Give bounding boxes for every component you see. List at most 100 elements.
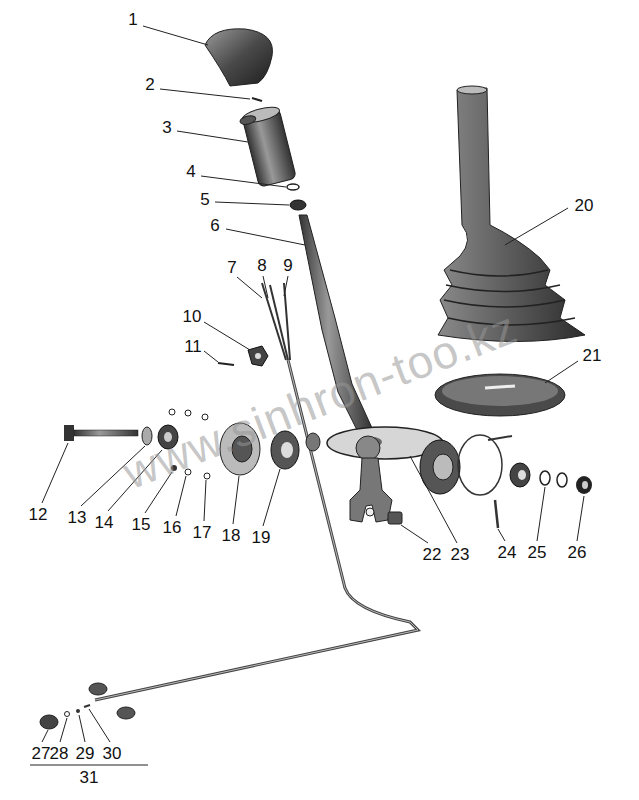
leader-line [577,496,584,541]
callout-number: 27 [32,745,51,762]
callout-number: 23 [451,546,470,563]
leader-line [204,322,250,350]
callout-number: 11 [184,338,202,355]
callout-number: 7 [227,259,236,276]
leader-line [263,469,280,526]
sleeve [238,104,296,188]
bolt [74,430,138,436]
leader-line [545,361,578,383]
washer [65,712,70,717]
callout-number: 1 [128,11,137,28]
leader-line [160,89,250,99]
leader-line [237,277,262,298]
nut [576,476,592,494]
leader-line [177,131,248,142]
leader-line [79,715,85,742]
leader-line [498,529,505,541]
callout-number: 18 [222,527,241,544]
callout-number: 28 [50,745,69,762]
group-underline [30,765,148,766]
callout-number: 20 [575,197,594,214]
leader-line [201,176,286,187]
leader-line [176,476,186,516]
leader-line [143,26,208,45]
bushing [510,463,530,487]
leader-line [233,476,239,524]
callout-number: 10 [183,308,202,325]
callout-number: 15 [132,516,151,533]
callout-number: 14 [95,514,114,531]
callout-number: 29 [76,745,95,762]
callout-number: 16 [163,519,182,536]
gear-knob [205,29,272,86]
callout-number: 3 [162,119,171,136]
nut [89,683,107,695]
callout-number: 4 [186,163,195,180]
gasket [458,435,502,495]
callout-number: 6 [210,217,219,234]
bolt-head [64,425,74,441]
callout-number: 9 [283,257,292,274]
cover-plate [435,374,565,416]
leader-line [89,709,110,742]
pin [252,98,262,101]
washer [540,471,550,485]
callout-number: 22 [423,546,442,563]
leader-line [505,208,568,245]
nut [40,715,58,729]
bolt [488,436,512,440]
plate-slot [485,386,515,388]
leader-line [204,480,206,521]
leader-line [60,718,67,742]
callout-number: 25 [528,544,547,561]
leader-line [410,456,457,543]
bushing-hole [281,442,293,458]
leader-line [284,276,288,296]
leader-line [204,351,218,362]
lever-ball [356,436,380,460]
nut-hole [582,481,588,489]
lever-fork [350,458,392,522]
washer [76,709,80,713]
sleeve-lug [239,114,256,126]
leader-line [42,443,68,503]
callout-number: 31 [80,769,99,786]
bolt [495,500,498,528]
ring [287,184,299,190]
housing-inner [433,454,453,480]
small-ring [185,410,191,416]
small-ring [169,409,175,415]
spacer [306,433,320,451]
bushing-hole [518,470,526,480]
rod-wire [284,283,290,360]
callout-number: 12 [29,506,48,523]
callout-number: 13 [68,509,87,526]
callout-number: 8 [257,257,266,274]
small-ring [204,473,210,479]
clamp-hole [255,353,261,359]
washer [557,473,567,487]
leader-line [215,202,289,205]
callout-number: 5 [200,191,209,208]
callout-number: 26 [568,544,587,561]
callout-number: 2 [145,76,154,93]
rubber-boot [438,88,585,342]
cotter-pin [218,363,234,365]
boot-top [457,86,487,94]
fork-hole [366,508,374,516]
leader-lines [30,26,584,765]
leader-line [263,276,268,298]
callout-number: 24 [498,544,517,561]
leader-line [42,730,48,742]
callout-number: 21 [583,347,602,364]
callout-number: 19 [252,529,271,546]
leader-line [226,229,305,245]
block [388,512,402,524]
callout-number: 17 [193,524,212,541]
washer [290,200,306,210]
leader-line [537,487,545,541]
rod-wire [262,283,286,360]
leader-line [401,525,428,543]
nut [117,707,135,719]
